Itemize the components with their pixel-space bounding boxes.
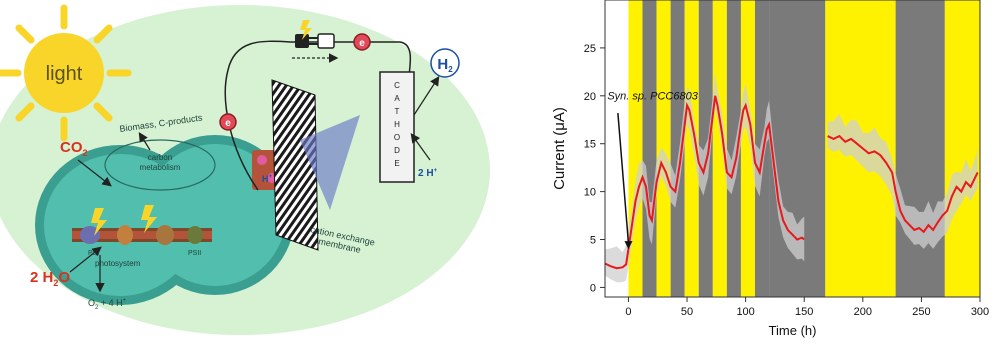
x-tick-label: 150	[795, 306, 813, 318]
co2-arrow	[77, 159, 112, 187]
light-period-band	[740, 0, 755, 297]
cathode-proton-label: 2 H+	[418, 168, 438, 179]
dark-period-band	[642, 0, 657, 297]
light-label: light	[46, 63, 83, 85]
svg-text:E: E	[394, 159, 399, 168]
photosystem-label: photosystem	[95, 259, 141, 268]
biomass-arrow	[138, 131, 151, 151]
psii-label: PSII	[188, 250, 201, 257]
x-tick-label: 250	[912, 306, 930, 318]
y-axis: 0 5 10 15 20 25	[584, 43, 605, 294]
y-tick-label: 20	[584, 91, 596, 103]
y-tick-label: 25	[584, 43, 596, 55]
lightning-icon	[91, 205, 157, 236]
light-period-band	[684, 0, 699, 297]
current-series-line	[827, 134, 979, 234]
svg-text:T: T	[395, 107, 400, 116]
co2-label: CO2	[60, 139, 88, 158]
electron-circuit-path	[224, 40, 412, 191]
raw-signal-envelope	[605, 72, 805, 283]
x-tick-label: 300	[971, 306, 989, 318]
svg-text:D: D	[394, 146, 400, 155]
cation-exchange-membrane	[271, 79, 360, 251]
chart-series	[604, 72, 979, 283]
h2-bubble: H2	[430, 48, 460, 78]
svg-text:O: O	[394, 133, 400, 142]
light-period-band	[944, 0, 980, 297]
dark-period-band	[726, 0, 741, 297]
raw-signal-envelope	[827, 114, 978, 249]
metabolism-label-2: metabolism	[140, 163, 181, 172]
svg-text:H2: H2	[437, 56, 453, 74]
annotation-label: Syn. sp. PCC6803	[607, 91, 698, 103]
svg-text:e: e	[225, 118, 231, 129]
cathode-proton-arrow	[410, 133, 431, 161]
electron-marker-2: e	[353, 33, 371, 51]
light-period-band	[712, 0, 727, 297]
x-tick-label: 0	[625, 306, 631, 318]
y-tick-label: 5	[590, 235, 596, 247]
svg-text:H: H	[394, 120, 400, 129]
svg-text:C: C	[394, 81, 400, 90]
y-tick-label: 10	[584, 187, 596, 199]
membrane-proton-label: H+	[262, 174, 273, 184]
dark-period-band	[670, 0, 685, 297]
water-label: 2 H2O	[30, 269, 70, 288]
annotation-arrowhead	[624, 241, 633, 250]
current-vs-time-chart: 0 50 100 150 200 250 300 0 5 10 15 20 25 Time (h) C…	[551, 0, 989, 338]
x-axis-label: Time (h)	[769, 323, 817, 338]
light-period-band	[628, 0, 643, 297]
thylakoid-membrane	[72, 225, 212, 245]
cathode-label: C A T H O D E	[394, 81, 400, 168]
oxygen-label: O2 + 4 H+	[88, 298, 127, 311]
x-tick-label: 50	[681, 306, 693, 318]
water-arrow	[69, 246, 102, 273]
annotation-arrow	[617, 112, 630, 244]
plug-icon	[295, 20, 335, 49]
x-tick-label: 200	[854, 306, 872, 318]
plot-frame	[604, 0, 981, 298]
cathode-electrode	[379, 71, 415, 183]
svg-text:e: e	[359, 38, 365, 49]
sun-icon	[0, 4, 132, 142]
metabolism-label: carbon	[148, 153, 172, 162]
svg-text:A: A	[394, 94, 400, 103]
y-axis-label: Current (μA)	[551, 107, 568, 190]
electron-marker-1: e	[219, 113, 237, 131]
h2-arrow	[413, 75, 440, 116]
light-period-band	[656, 0, 671, 297]
dark-period-band	[895, 0, 945, 297]
bio-photo-electrochemical-cell-diagram: light carbon metabolism PSI PSII photosy…	[0, 4, 490, 335]
y-tick-label: 15	[584, 139, 596, 151]
x-axis: 0 50 100 150 200 250 300	[625, 297, 989, 318]
x-tick-label: 100	[736, 306, 754, 318]
current-series-line	[604, 95, 805, 270]
y-tick-label: 0	[590, 282, 596, 294]
